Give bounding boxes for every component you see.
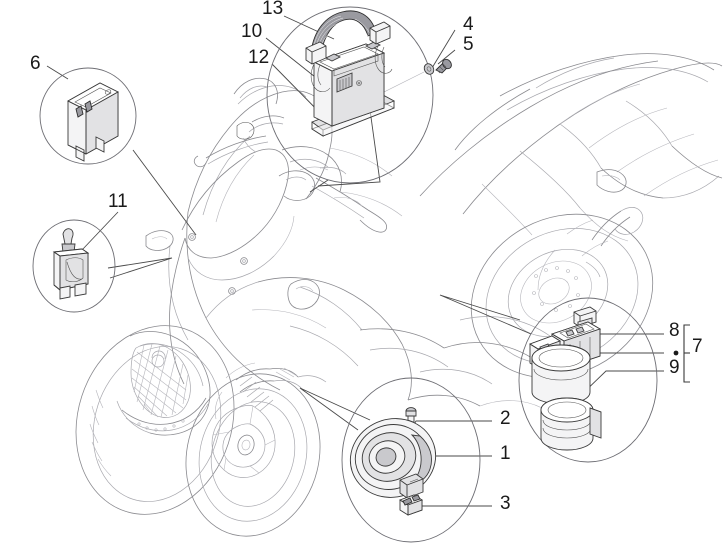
fuse-bubble — [518, 297, 658, 463]
leader-6 — [46, 65, 69, 80]
callout-label-6: 6 — [30, 53, 41, 74]
callout-label-5: 5 — [463, 34, 474, 55]
callout-label-7: 7 — [692, 336, 703, 357]
leader-fuse-tail — [439, 294, 532, 335]
switch-bubble — [32, 219, 116, 313]
leader-battery-tail — [309, 179, 329, 193]
callout-label-10: 10 — [241, 21, 263, 42]
part-fuse-holder-cap — [540, 397, 602, 451]
part-horn — [349, 418, 437, 499]
handlebar-and-dash — [193, 77, 387, 233]
leader-5 — [437, 49, 456, 65]
callout-label-4: 4 — [463, 14, 474, 35]
leader-6-to-vehicle — [132, 149, 197, 236]
fuse-assembly-bracket — [673, 324, 690, 383]
leader-11-to-vehicle — [107, 257, 173, 279]
part-horn-connector — [398, 494, 424, 516]
callout-label-13: 13 — [262, 0, 284, 19]
leader-4 — [431, 29, 456, 69]
detail-bubbles — [32, 6, 658, 543]
callout-label-11: 11 — [108, 191, 128, 212]
saddle-handle — [287, 279, 320, 310]
part-battery-fasteners — [423, 58, 452, 75]
part-washer — [423, 63, 435, 75]
part-relay — [67, 82, 119, 162]
part-fuse-assembly — [528, 306, 602, 451]
part-battery — [312, 41, 386, 127]
part-screw — [435, 58, 452, 74]
battery-bubble — [266, 6, 434, 184]
part-battery-assembly — [305, 10, 396, 137]
relay-bubble — [39, 67, 137, 165]
front-wheel-assembly — [75, 325, 327, 537]
bracket-dot — [673, 350, 679, 356]
callout-label-3: 3 — [500, 493, 511, 514]
horn-bubble — [341, 377, 481, 543]
part-fuse-holder-body — [528, 321, 602, 405]
rear-bodywork — [419, 53, 723, 242]
body-panels — [168, 85, 551, 409]
callout-label-1: 1 — [500, 443, 511, 464]
callout-label-9: 9 — [669, 357, 680, 378]
part-battery-strap — [305, 10, 393, 93]
leader-horn-tail — [299, 387, 371, 431]
leader-12-to-vehicle — [317, 109, 381, 187]
callout-label-8: 8 — [669, 320, 680, 341]
part-stop-light-switch — [52, 228, 90, 300]
callout-label-12: 12 — [248, 47, 270, 68]
callout-label-2: 2 — [500, 408, 511, 429]
part-horn-assembly — [349, 407, 437, 516]
front-hook — [145, 230, 174, 251]
